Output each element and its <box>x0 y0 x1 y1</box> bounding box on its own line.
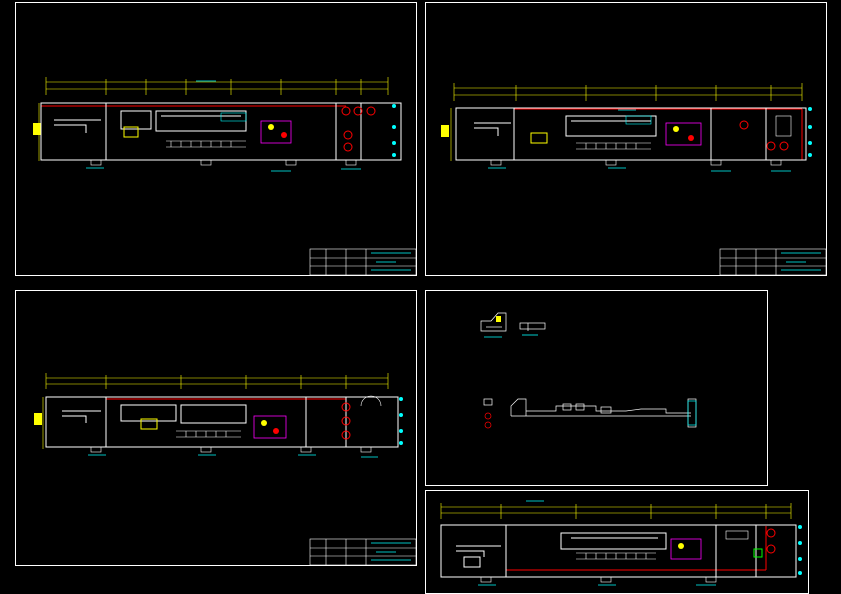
building-walls <box>440 524 797 578</box>
machine-icon <box>123 126 139 138</box>
sheet-plan-2[interactable] <box>425 2 827 276</box>
conveyor <box>576 142 651 150</box>
marker-icon <box>496 316 501 322</box>
annotation-labels <box>88 454 378 458</box>
grid-bubbles <box>808 107 812 157</box>
column-markers <box>90 446 372 453</box>
annotation-labels <box>86 80 361 172</box>
sheet-plan-4[interactable] <box>425 490 809 594</box>
detail-elevation-a <box>480 312 546 332</box>
column-markers <box>490 159 782 166</box>
dimension-chain <box>38 77 389 161</box>
annotation-labels <box>478 500 716 586</box>
grid-bubbles <box>399 397 403 445</box>
machine-icon <box>530 132 548 144</box>
axis-tag-icon <box>34 413 42 425</box>
plan-drawing <box>440 500 802 586</box>
axis-tag-icon <box>441 125 449 137</box>
marker-icon <box>753 548 763 558</box>
machine-icon <box>140 418 158 430</box>
equipment-cluster <box>670 528 776 560</box>
title-block-text <box>371 542 411 561</box>
grid-bubbles <box>392 104 396 157</box>
title-block <box>309 248 416 275</box>
title-block <box>309 538 416 565</box>
conveyor <box>176 430 241 438</box>
column-markers <box>480 576 717 583</box>
equipment-cluster <box>625 115 792 151</box>
detail-drawing <box>480 312 697 429</box>
title-block <box>719 248 826 275</box>
sheet-plan-3[interactable] <box>15 290 417 566</box>
annotation-labels <box>488 109 791 172</box>
plan-drawing <box>441 83 826 275</box>
grid-bubbles <box>798 525 802 575</box>
dimension-chain <box>450 83 803 161</box>
machine-icon <box>463 556 481 568</box>
detail-labels <box>484 334 538 338</box>
detail-legend <box>483 398 697 429</box>
equipment-cluster <box>253 395 382 440</box>
plan-drawing <box>33 77 416 275</box>
axis-tag-icon <box>33 123 41 135</box>
equipment-cluster <box>220 106 376 152</box>
conveyor <box>576 552 656 560</box>
title-block-text <box>781 252 821 271</box>
dimension-chain <box>42 373 389 449</box>
title-block-text <box>371 252 411 271</box>
building-walls <box>45 396 399 448</box>
dimension-chain <box>440 503 792 519</box>
building-walls <box>40 102 402 161</box>
sheet-detail[interactable] <box>425 290 768 486</box>
plan-drawing <box>34 373 416 565</box>
conveyor <box>166 140 246 148</box>
detail-section-b <box>510 398 697 428</box>
column-markers <box>90 159 357 166</box>
sheet-plan-1[interactable] <box>15 2 417 276</box>
